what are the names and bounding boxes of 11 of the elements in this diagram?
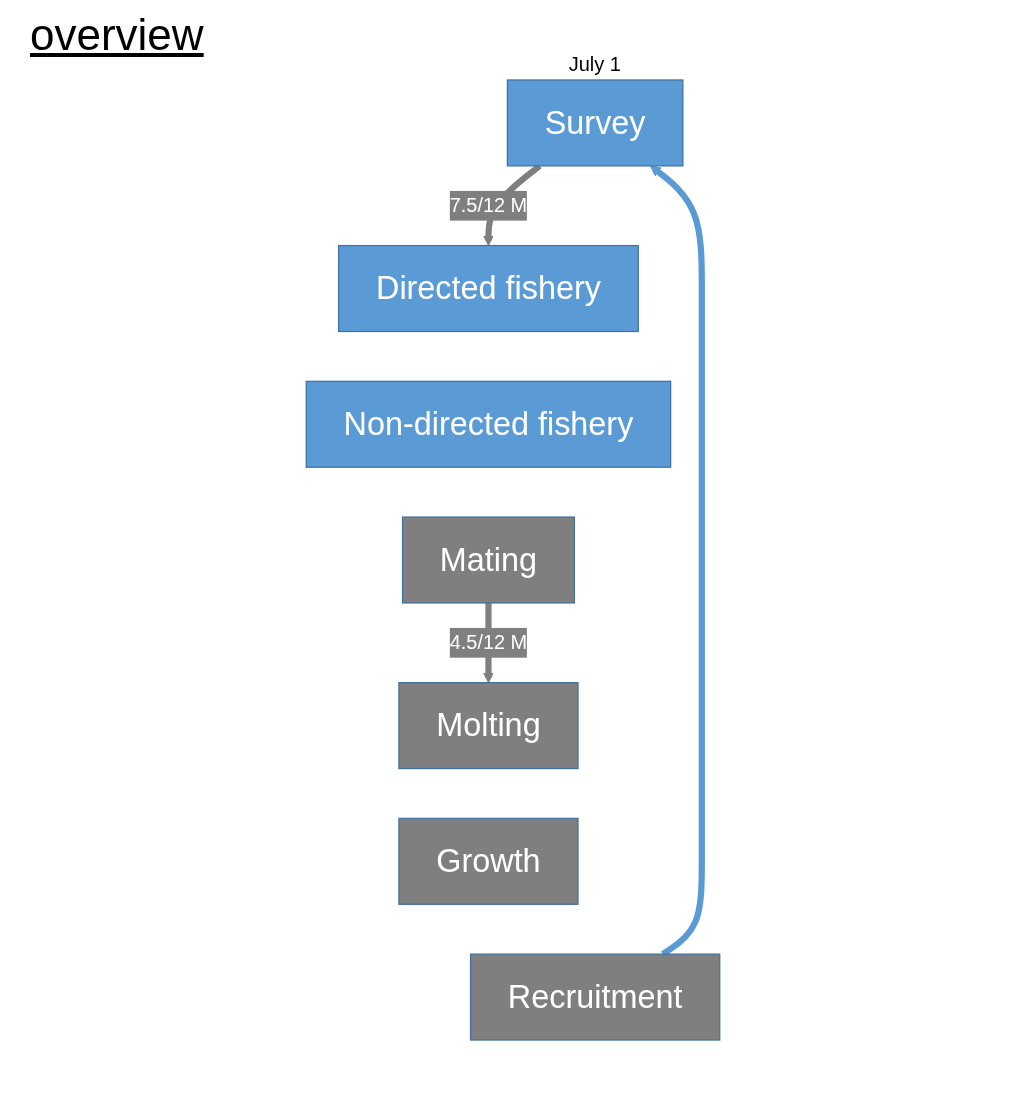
node-box: Survey <box>506 79 683 167</box>
date-note: July 1 <box>568 52 621 76</box>
node-box: Non-directed fishery <box>305 380 671 468</box>
node-box: Directed fishery <box>337 244 639 333</box>
node-box: Growth <box>397 817 579 905</box>
edge-label: 7.5/12 M <box>449 194 527 216</box>
edge-label: 4.5/12 M <box>449 631 527 653</box>
node-box: Molting <box>397 682 579 770</box>
node-box: Recruitment <box>469 953 720 1041</box>
title: overview <box>30 10 205 60</box>
node-box: Mating <box>401 516 575 604</box>
